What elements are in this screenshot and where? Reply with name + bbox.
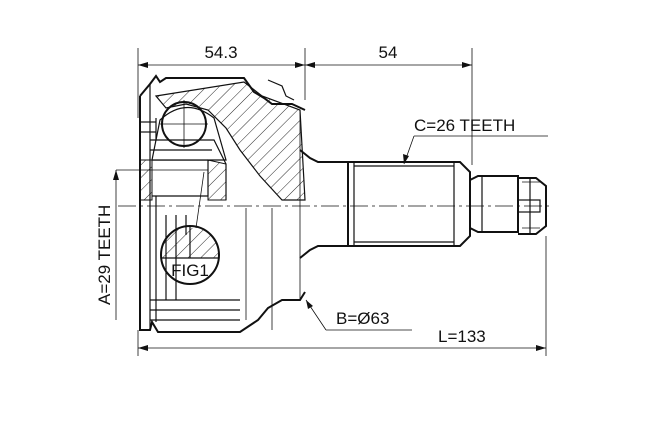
outer-diameter-label: B=Ø63 [336, 309, 389, 328]
spline-teeth-label: C=26 TEETH [414, 116, 515, 135]
dimension-housing-length: 54.3 [137, 43, 306, 118]
shaft-length-label: 54 [379, 43, 398, 62]
housing-length-label: 54.3 [204, 43, 237, 62]
total-length-label: L=133 [438, 327, 486, 346]
dimension-abs-teeth: A=29 TEETH [95, 169, 208, 320]
dimension-total-length: L=133 [137, 236, 547, 356]
fig1-label: FIG1 [171, 261, 209, 280]
fig1-detail: FIG1 [160, 171, 220, 285]
spline-teeth-callout: C=26 TEETH [403, 116, 548, 165]
dimension-shaft-length: 54 [305, 43, 473, 165]
stub-shaft [299, 149, 547, 259]
abs-teeth-label: A=29 TEETH [95, 205, 114, 305]
hatched-section [140, 79, 306, 201]
outer-diameter-callout: B=Ø63 [305, 299, 412, 331]
